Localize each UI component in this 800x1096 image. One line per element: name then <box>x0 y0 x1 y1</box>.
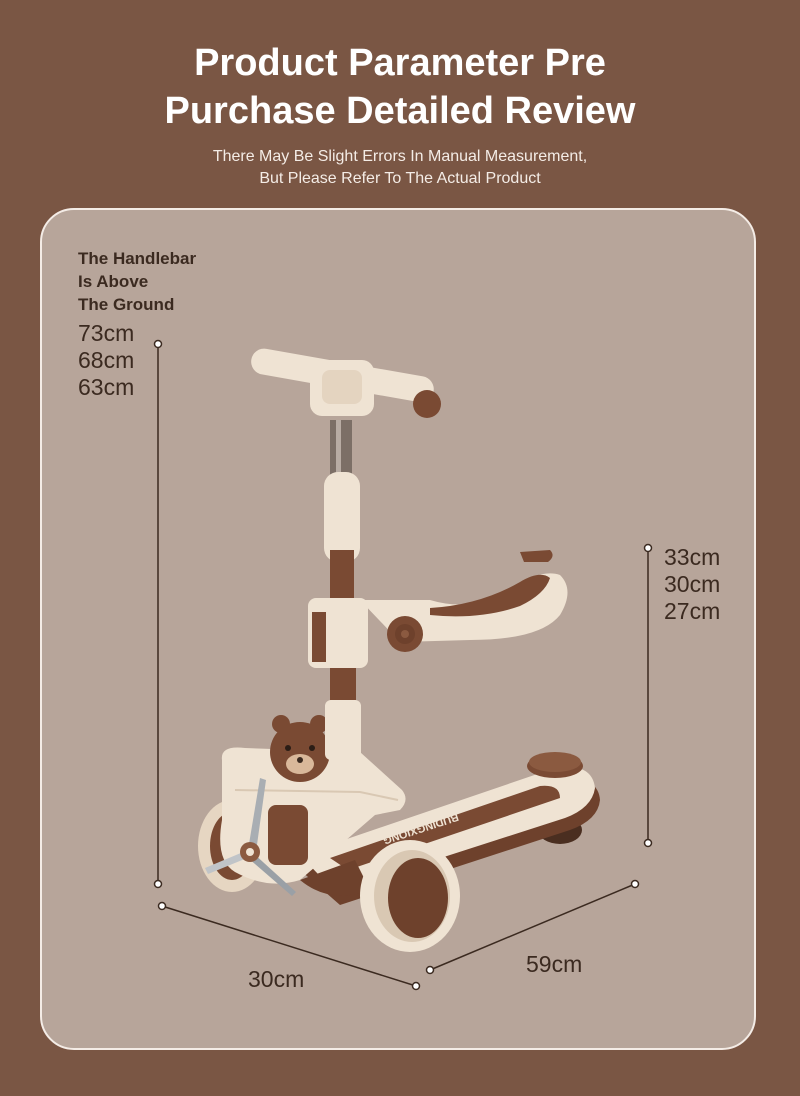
seat-height-3: 27cm <box>664 598 721 624</box>
base-width-label: 30cm <box>248 966 305 992</box>
seat-height-dimension-line <box>643 543 653 848</box>
scooter-stem <box>324 420 361 760</box>
subtitle-line-2: But Please Refer To The Actual Product <box>259 170 541 187</box>
page-title-line-2: Purchase Detailed Review <box>164 90 636 132</box>
handlebar-label-line-1: The Handlebar <box>78 249 197 268</box>
seat-height-2: 30cm <box>664 571 721 597</box>
handlebar-height-dimension-line <box>153 339 163 889</box>
front-body <box>220 747 406 896</box>
handlebar <box>251 348 441 418</box>
right-front-wheel <box>360 840 460 952</box>
bear-icon <box>270 715 330 782</box>
handlebar-label-line-2: Is Above <box>78 272 149 291</box>
base-length-label: 59cm <box>526 951 583 977</box>
base-length-dimension-line <box>425 879 640 975</box>
base-width-dimension-line <box>157 901 421 991</box>
propeller-icon <box>205 778 296 896</box>
handlebar-height-3: 63cm <box>78 374 135 400</box>
page-title-line-1: Product Parameter Pre <box>194 42 606 84</box>
handlebar-label-line-3: The Ground <box>78 295 175 314</box>
subtitle-line-1: There May Be Slight Errors In Manual Mea… <box>212 148 588 165</box>
handlebar-height-1: 73cm <box>78 320 135 346</box>
seat-height-1: 33cm <box>664 544 721 570</box>
scooter-seat <box>308 550 568 668</box>
handlebar-height-2: 68cm <box>78 347 135 373</box>
